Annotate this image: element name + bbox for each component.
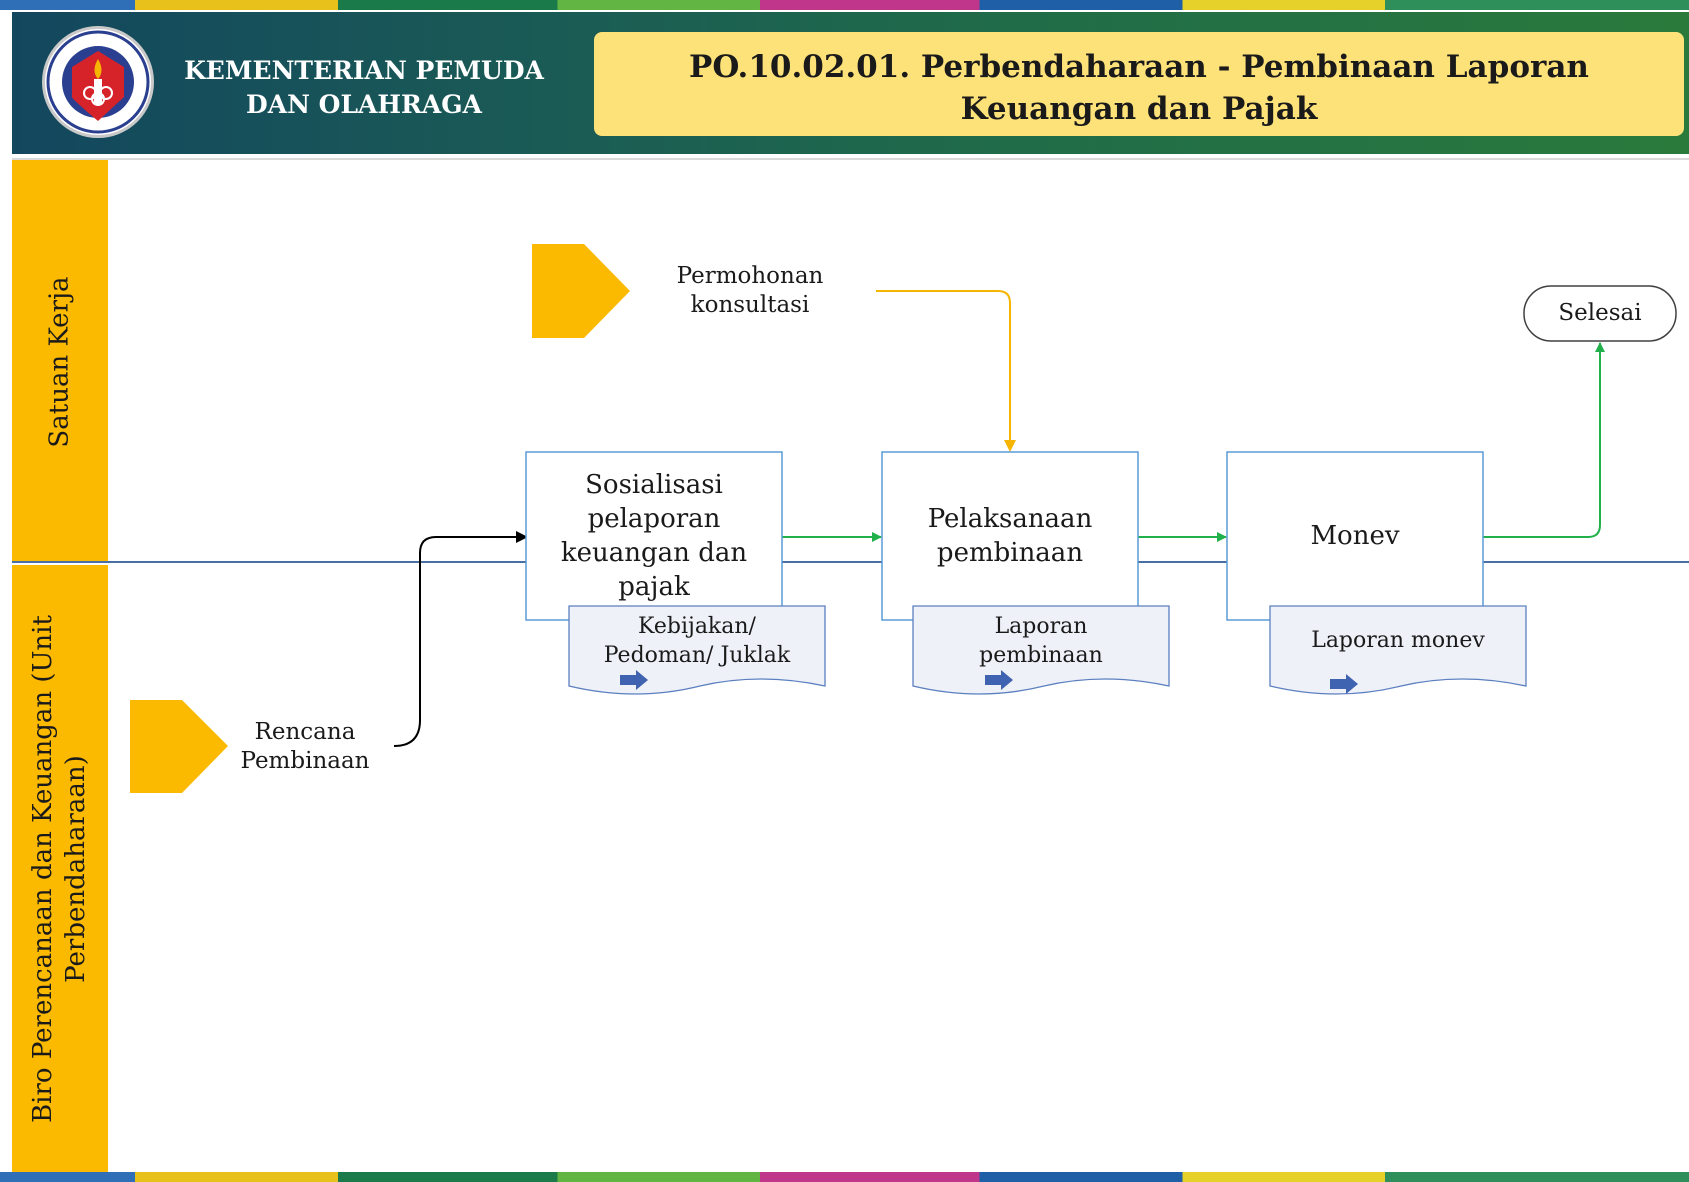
doc-arrow-icon	[1330, 674, 1358, 694]
label-doc-laporan-monev: Laporan monev	[1270, 626, 1526, 655]
doc-arrow-icon	[985, 670, 1013, 690]
connector-monev-to-selesai	[1483, 342, 1605, 538]
connector-rencana-to-sosialisasi	[393, 531, 528, 747]
offpage-connector-permohonan	[532, 244, 630, 338]
lane-top-border	[12, 158, 1689, 160]
label-line: pelaporan	[587, 504, 721, 534]
label-line: Sosialisasi	[585, 470, 723, 500]
label-line: Selesai	[1558, 300, 1642, 326]
process-sosialisasi	[525, 451, 783, 621]
footer-color-stripe	[0, 1172, 1689, 1182]
lane-divider	[12, 561, 1689, 563]
lane-label-satuan-kerja: Satuan Kerja	[12, 160, 108, 563]
ministry-name: KEMENTERIAN PEMUDA DAN OLAHRAGA	[174, 54, 554, 122]
page-title-line-1: PO.10.02.01. Perbendaharaan - Pembinaan …	[689, 49, 1589, 85]
ministry-name-line-1: KEMENTERIAN PEMUDA	[184, 56, 544, 85]
label-line: Pembinaan	[240, 748, 370, 774]
label-doc-kebijakan: Kebijakan/ Pedoman/ Juklak	[569, 612, 825, 670]
label-line: Laporan monev	[1311, 628, 1485, 653]
process-pelaksanaan	[881, 451, 1139, 621]
label-line: Pedoman/ Juklak	[603, 643, 791, 668]
lane-label-biro-perencanaan: Biro Perencanaan dan Keuangan (Unit Perb…	[12, 565, 108, 1172]
label-doc-laporan-pembinaan: Laporan pembinaan	[913, 612, 1169, 670]
label-line: Permohonan	[676, 263, 824, 289]
label-monev: Monev	[1227, 519, 1483, 553]
label-rencana-pembinaan: Rencana Pembinaan	[205, 718, 405, 776]
label-line: pembinaan	[979, 643, 1103, 668]
terminator-selesai	[1523, 285, 1677, 342]
ministry-name-line-2: DAN OLAHRAGA	[246, 90, 482, 119]
doc-arrow-icon	[620, 670, 648, 690]
connector-permohonan-to-pelaksanaan	[876, 290, 1016, 452]
document-laporan-monev	[1269, 605, 1527, 695]
label-line: Pelaksanaan	[927, 504, 1093, 534]
label-line: Rencana	[254, 719, 356, 745]
offpage-connector-rencana	[130, 700, 228, 793]
label-line: Monev	[1310, 521, 1400, 551]
label-pelaksanaan: Pelaksanaan pembinaan	[882, 502, 1138, 570]
label-selesai: Selesai	[1524, 299, 1676, 328]
label-sosialisasi: Sosialisasi pelaporan keuangan dan pajak	[526, 468, 782, 604]
emblem-svg	[46, 30, 150, 134]
document-laporan-pembinaan	[912, 605, 1170, 695]
label-line: konsultasi	[690, 292, 810, 318]
label-line: pajak	[618, 572, 690, 602]
process-monev	[1226, 451, 1484, 621]
page-title: PO.10.02.01. Perbendaharaan - Pembinaan …	[594, 46, 1684, 130]
header-banner: KEMENTERIAN PEMUDA DAN OLAHRAGA PO.10.02…	[12, 12, 1689, 154]
kemenpora-emblem-icon	[42, 26, 154, 138]
label-line: pembinaan	[936, 538, 1084, 568]
label-line: Kebijakan/	[638, 614, 756, 639]
page-title-line-2: Keuangan dan Pajak	[960, 91, 1318, 127]
label-line: keuangan dan	[560, 538, 748, 568]
label-permohonan-konsultasi: Permohonan konsultasi	[650, 262, 850, 320]
document-kebijakan	[568, 605, 826, 695]
label-line: Laporan	[994, 614, 1088, 639]
header-color-stripe	[0, 0, 1689, 10]
title-box: PO.10.02.01. Perbendaharaan - Pembinaan …	[594, 32, 1684, 136]
